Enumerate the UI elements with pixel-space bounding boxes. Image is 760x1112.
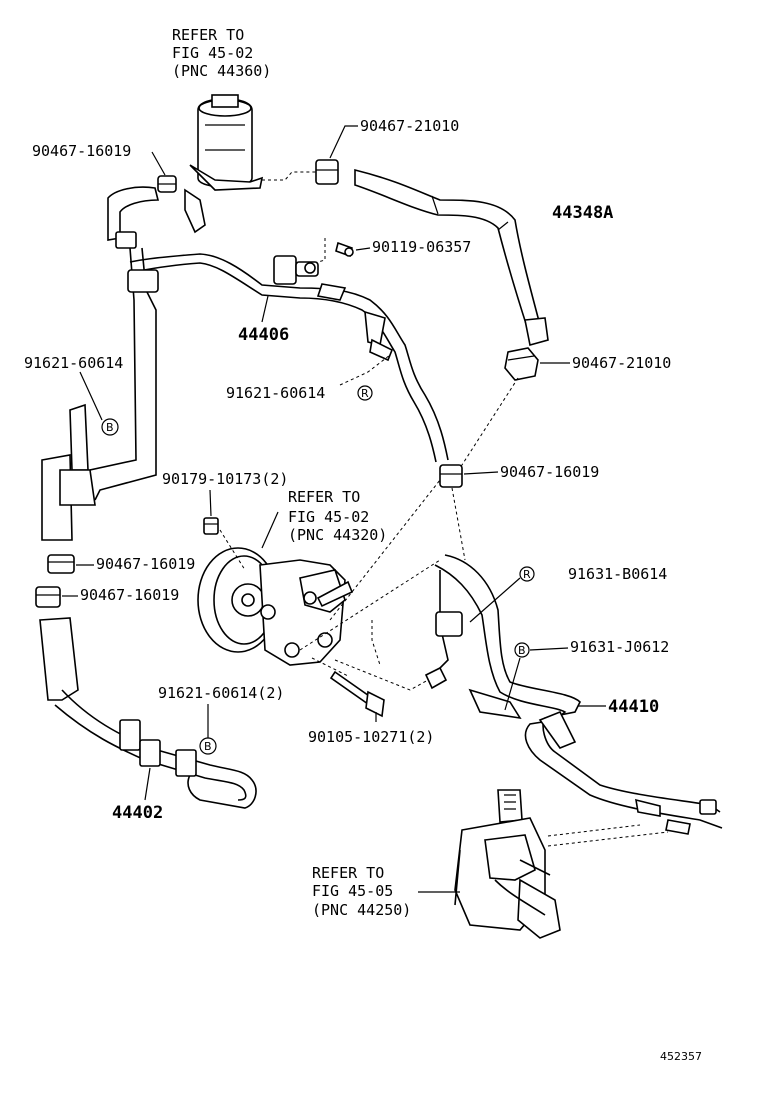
reservoir-tank bbox=[184, 94, 264, 234]
label-clamp-top-right: 90467-21010 bbox=[360, 117, 459, 135]
left-tube-assembly-upper bbox=[41, 186, 160, 541]
clamp-90467-16019-right bbox=[439, 464, 463, 488]
power-steering-pump bbox=[197, 547, 354, 666]
label-bolt-10271: 90105-10271(2) bbox=[308, 728, 434, 746]
cooler-tube-44402 bbox=[39, 617, 257, 809]
clamp-90467-21010-mid bbox=[504, 347, 539, 381]
marker-R-right: R bbox=[519, 566, 535, 582]
clamp-90467-21010-top bbox=[315, 159, 339, 185]
svg-text:R: R bbox=[361, 387, 369, 400]
label-clamp-left-b: 90467-16019 bbox=[80, 586, 179, 604]
label-clip-60614-2: 91621-60614(2) bbox=[158, 684, 284, 702]
pump-ref-line1: REFER TO bbox=[288, 488, 360, 506]
gear-ref-line2: FIG 45-05 bbox=[312, 882, 393, 900]
svg-text:R: R bbox=[523, 568, 531, 581]
label-bolt-06357: 90119-06357 bbox=[372, 238, 471, 256]
clamp-90467-16019-left-a bbox=[47, 554, 75, 574]
clamp-90467-16019-top bbox=[157, 175, 177, 193]
label-clip-B0614: 91631-B0614 bbox=[568, 565, 667, 583]
return-hose-44348A bbox=[354, 168, 549, 347]
bolt-90119-06357 bbox=[335, 241, 354, 258]
svg-text:B: B bbox=[106, 421, 114, 434]
label-tube-44402: 44402 bbox=[112, 803, 163, 823]
label-clamp-top-left: 90467-16019 bbox=[32, 142, 131, 160]
label-clip-left-60614: 91621-60614 bbox=[24, 354, 123, 372]
label-tube-44410: 44410 bbox=[608, 697, 659, 717]
gear-ref-line1: REFER TO bbox=[312, 864, 384, 882]
pump-ref-line3: (PNC 44320) bbox=[288, 526, 387, 544]
steering-gear-box bbox=[454, 789, 561, 939]
label-clamp-left-a: 90467-16019 bbox=[96, 555, 195, 573]
reservoir-ref-line3: (PNC 44360) bbox=[172, 62, 271, 80]
label-clamp-mid-right: 90467-21010 bbox=[572, 354, 671, 372]
marker-B-right: B bbox=[514, 642, 530, 658]
nut-90179-10173 bbox=[203, 517, 219, 535]
marker-B-left: B bbox=[101, 418, 119, 436]
label-clamp-16019-right: 90467-16019 bbox=[500, 463, 599, 481]
label-tube-44406: 44406 bbox=[238, 325, 289, 345]
label-nut-10173: 90179-10173(2) bbox=[162, 470, 288, 488]
svg-text:B: B bbox=[204, 740, 212, 753]
bolt-90105-10271 bbox=[329, 670, 385, 718]
clamp-90467-16019-left-b bbox=[35, 586, 61, 608]
reservoir-ref-line1: REFER TO bbox=[172, 26, 244, 44]
reservoir-ref-line2: FIG 45-02 bbox=[172, 44, 253, 62]
svg-text:B: B bbox=[518, 644, 526, 657]
marker-R-mid: R bbox=[357, 385, 373, 401]
pressure-tube-44406 bbox=[129, 253, 449, 463]
label-clip-J0612: 91631-J0612 bbox=[570, 638, 669, 656]
label-hose-44348A: 44348A bbox=[552, 203, 613, 223]
marker-B-lower: B bbox=[199, 737, 217, 755]
pump-ref-line2: FIG 45-02 bbox=[288, 508, 369, 526]
pressure-tube-44410 bbox=[424, 554, 723, 835]
diagram-id: 452357 bbox=[660, 1050, 702, 1063]
gear-ref-line3: (PNC 44250) bbox=[312, 901, 411, 919]
label-clip-mid-60614: 91621-60614 bbox=[226, 384, 325, 402]
